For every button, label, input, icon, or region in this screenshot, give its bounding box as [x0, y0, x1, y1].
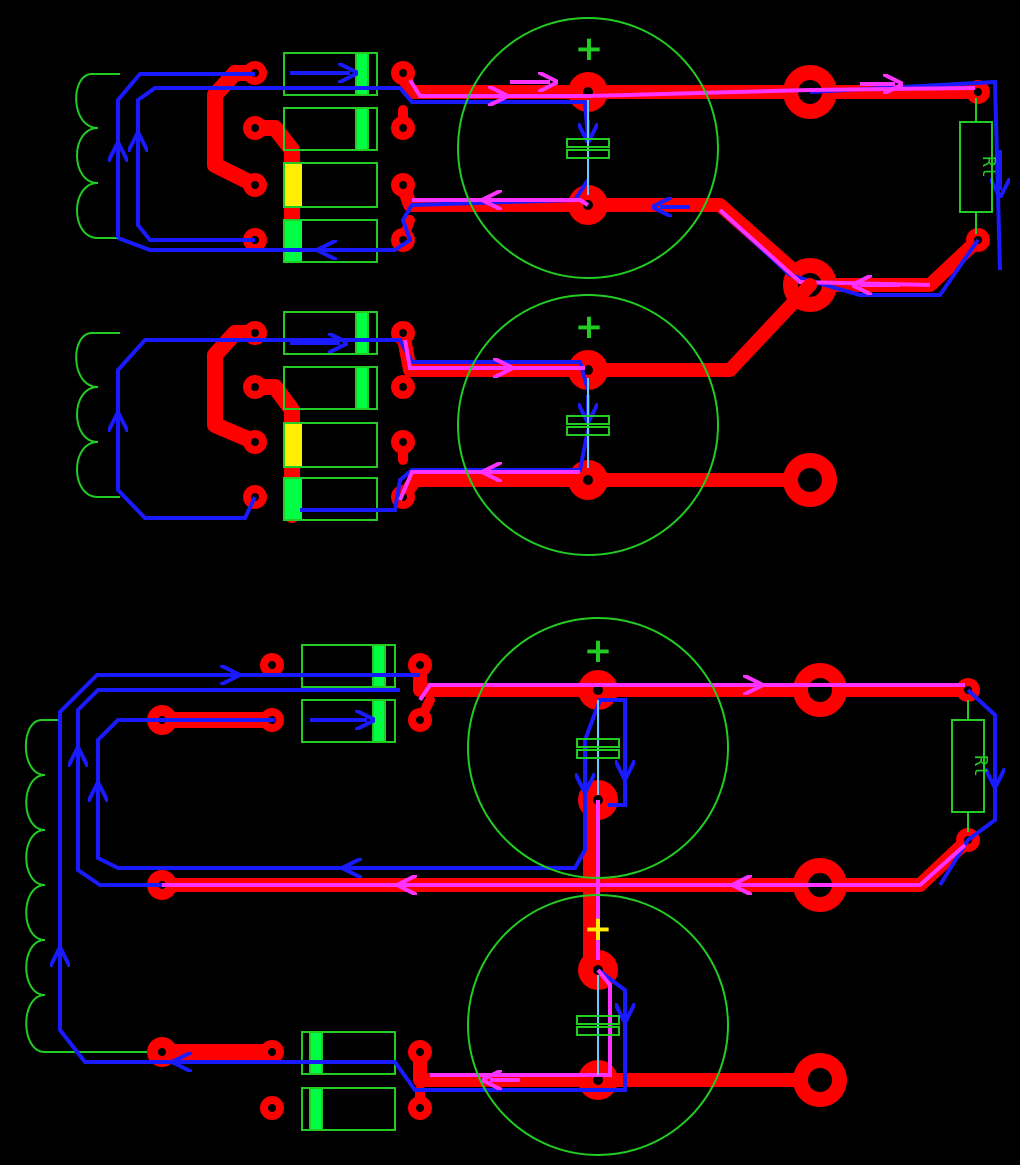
magenta-traces-3 [162, 685, 967, 1080]
thermistor-label-2: Rt [970, 755, 991, 777]
thermistor-1 [959, 98, 993, 234]
diodes-2 [283, 311, 378, 521]
capacitor-3 [467, 617, 729, 879]
thermistor-label-1: Rt [978, 156, 999, 178]
highlight-yellow [284, 423, 302, 467]
polarity-plus-1: + [575, 29, 604, 69]
magenta-traces-2 [398, 339, 585, 501]
thermistor-2 [951, 700, 985, 832]
circuit-section-3: + + Rt [24, 617, 995, 1156]
highlight-green [284, 220, 302, 262]
magenta-traces-1 [408, 80, 976, 285]
blue-traces-3 [60, 675, 995, 1092]
highlight-yellow [284, 163, 302, 207]
capacitor-2 [457, 294, 719, 556]
coil-inductor-3 [24, 719, 150, 1053]
coil-inductor-1 [75, 73, 120, 239]
capacitor-1 [457, 17, 719, 279]
circuit-section-2: + [75, 278, 837, 556]
polarity-plus-3: + [584, 631, 613, 671]
polarity-plus-4: + [584, 909, 613, 949]
highlight-green [284, 478, 302, 520]
polarity-plus-2: + [575, 307, 604, 347]
capacitor-4 [467, 894, 729, 1156]
coil-inductor-2 [75, 332, 120, 498]
